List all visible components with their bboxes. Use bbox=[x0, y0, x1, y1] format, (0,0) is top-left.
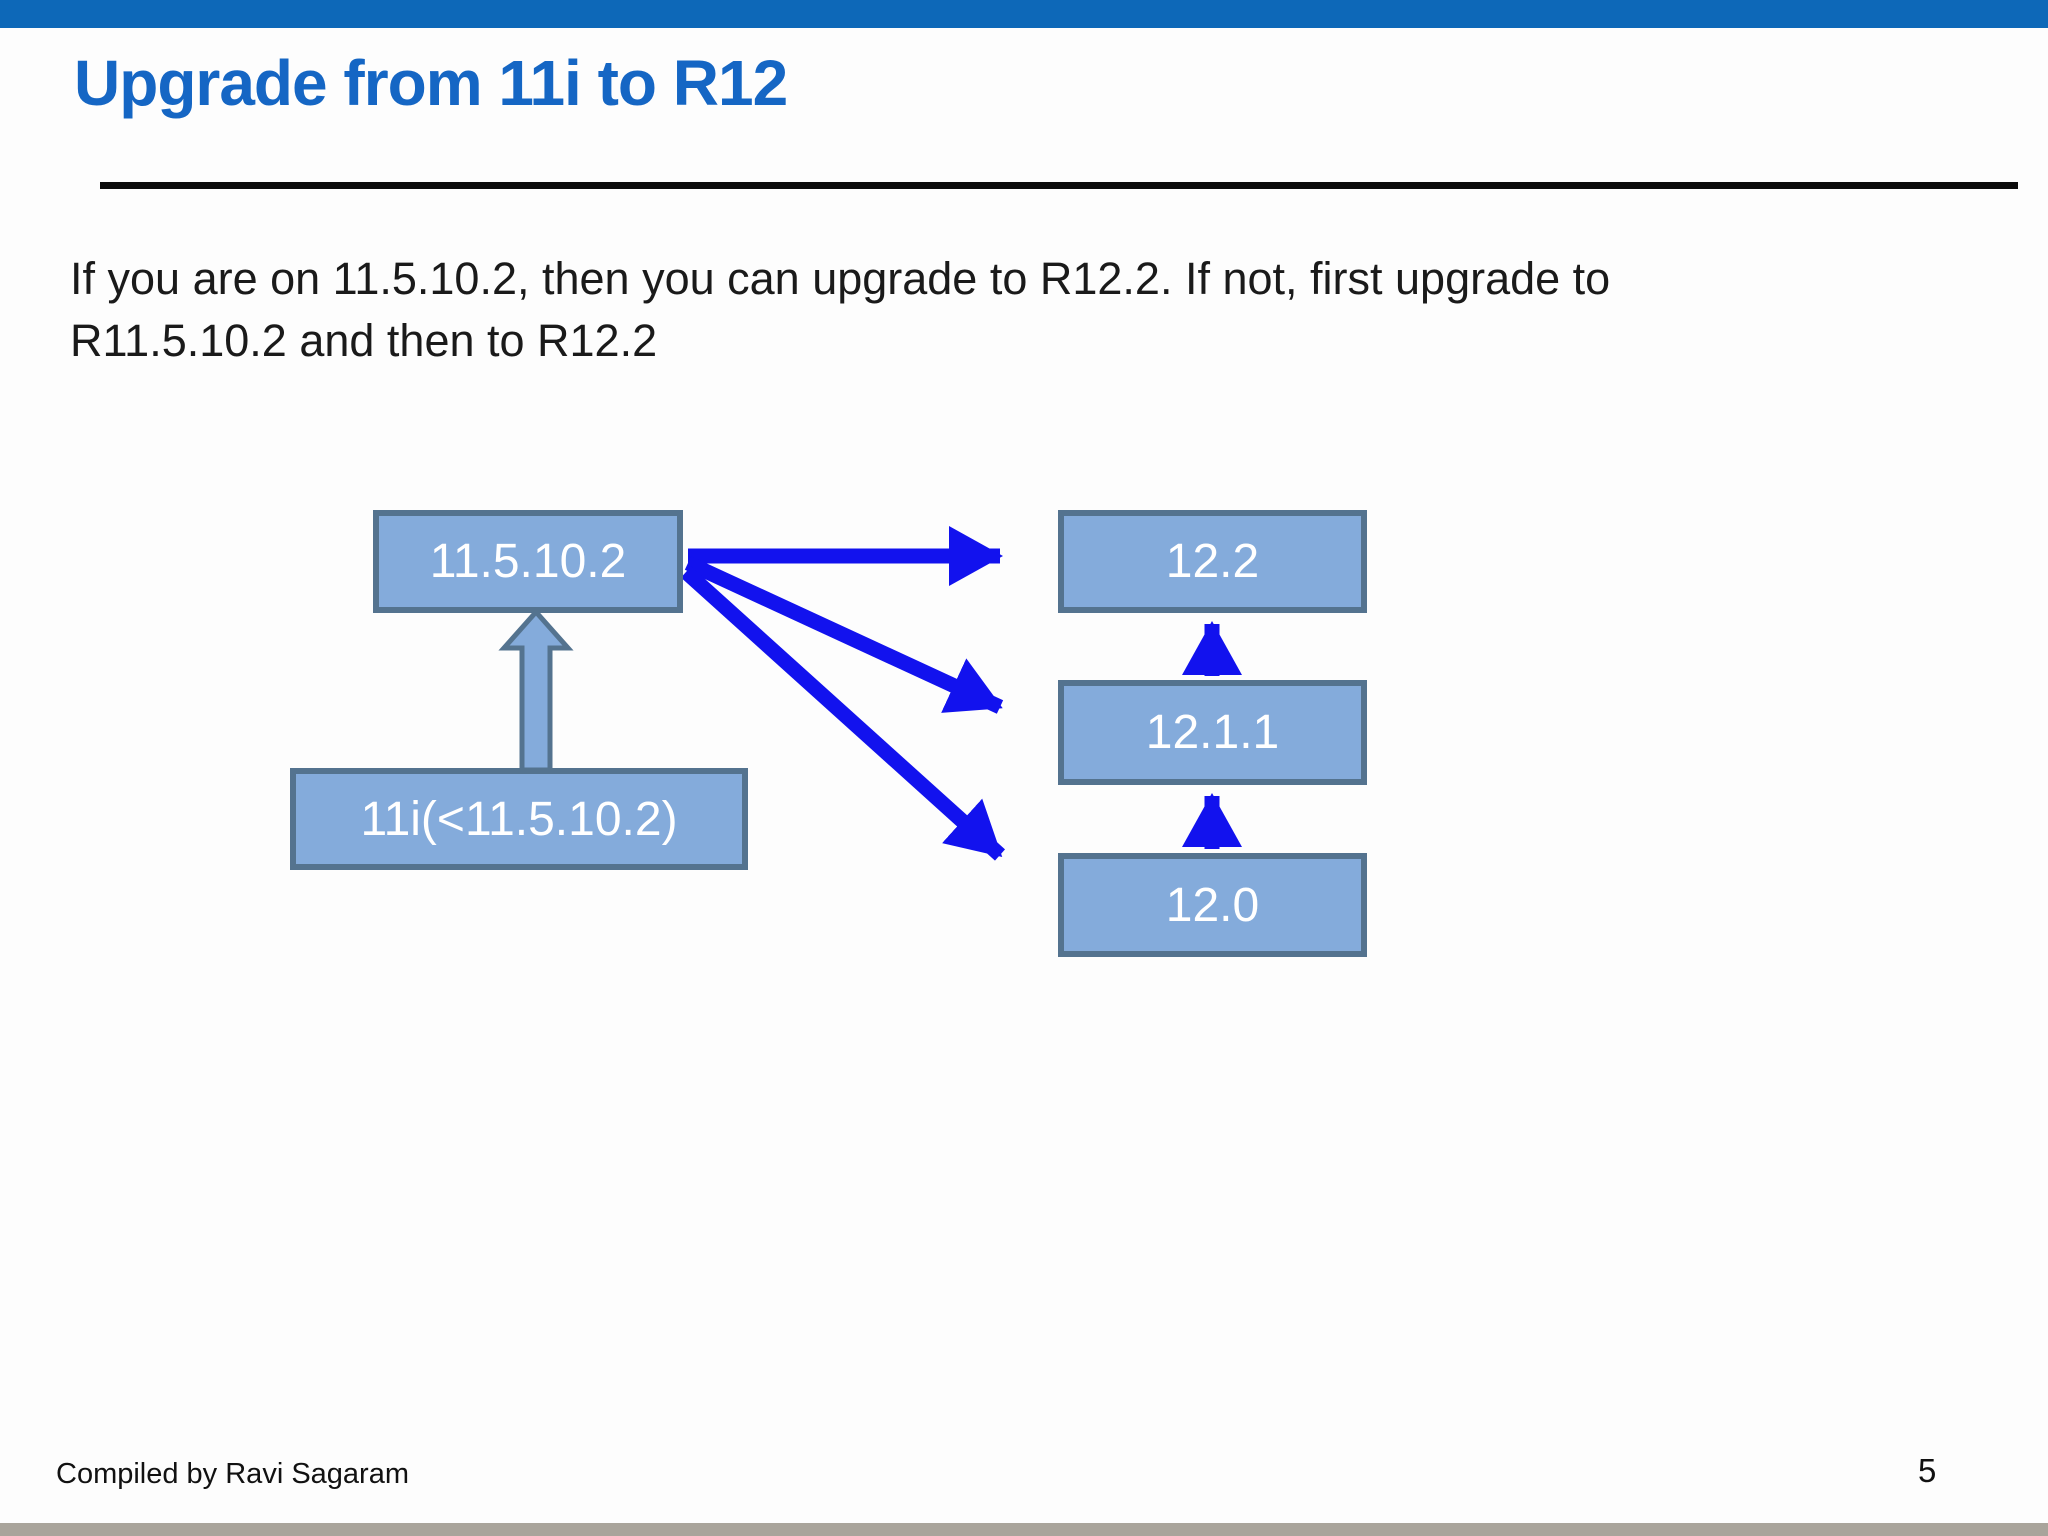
bottom-accent-bar bbox=[0, 1523, 2048, 1536]
block-arrow-11i-to-11510 bbox=[498, 608, 574, 773]
body-paragraph: If you are on 11.5.10.2, then you can up… bbox=[70, 248, 1950, 372]
node-12-0: 12.0 bbox=[1058, 853, 1367, 957]
node-11i-label: 11i(<11.5.10.2) bbox=[360, 792, 678, 846]
node-12-1-1-label: 12.1.1 bbox=[1145, 706, 1280, 759]
body-line-1: If you are on 11.5.10.2, then you can up… bbox=[70, 253, 1611, 304]
top-accent-bar bbox=[0, 0, 2048, 28]
node-11-5-10-2: 11.5.10.2 bbox=[373, 510, 683, 613]
page-number: 5 bbox=[1918, 1452, 1937, 1489]
node-12-0-label: 12.0 bbox=[1165, 878, 1260, 932]
node-12-1-1: 12.1.1 bbox=[1058, 680, 1367, 785]
node-11-5-10-2-label: 11.5.10.2 bbox=[429, 535, 627, 588]
node-12-2-label: 12.2 bbox=[1165, 535, 1260, 588]
body-line-2: R11.5.10.2 and then to R12.2 bbox=[70, 315, 658, 366]
page-title: Upgrade from 11i to R12 bbox=[74, 47, 788, 119]
title-underline bbox=[100, 182, 2018, 189]
footer-credit: Compiled by Ravi Sagaram bbox=[56, 1458, 409, 1490]
node-11i: 11i(<11.5.10.2) bbox=[290, 768, 748, 870]
node-12-2: 12.2 bbox=[1058, 510, 1367, 613]
arrow-11510-to-1211 bbox=[684, 556, 1004, 714]
